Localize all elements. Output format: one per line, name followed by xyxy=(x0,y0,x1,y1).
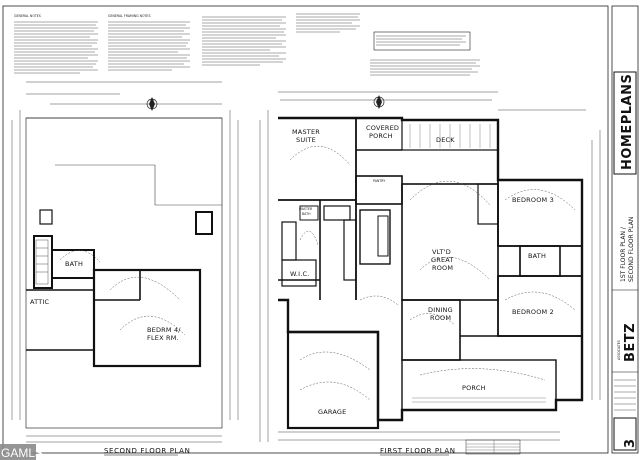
firm-logo-sub: ASSOCIATES xyxy=(617,340,621,360)
north-arrow-icon xyxy=(373,95,385,109)
room-label-bath: BATH xyxy=(65,260,83,268)
sheet-border xyxy=(2,5,609,454)
title-block: HOMEPLANS 1ST FLOOR PLAN / SECOND FLOOR … xyxy=(612,71,638,451)
room-label-deck: DECK xyxy=(436,136,455,144)
framing-notes-block: GENERAL FRAMING NOTES xyxy=(108,14,190,71)
room-label-flex-room: FLEX RM. xyxy=(147,334,179,342)
sheet-number-box xyxy=(613,417,637,451)
room-label-porch: PORCH xyxy=(462,384,486,392)
mls-watermark: GAMLS xyxy=(0,444,43,460)
north-arrow-icon xyxy=(146,97,158,111)
general-notes-block: GENERAL NOTES xyxy=(14,14,98,74)
brand-box xyxy=(613,71,637,175)
room-label-great: GREAT xyxy=(431,256,454,264)
room-label-attic: ATTIC xyxy=(30,298,49,306)
room-label-pantry: PANTRY xyxy=(373,179,385,183)
room-label-garage: GARAGE xyxy=(318,408,346,416)
sheet-number: 3 xyxy=(623,438,638,448)
general-notes-heading: GENERAL NOTES xyxy=(14,14,41,18)
room-label-wic: W.I.C. xyxy=(290,270,310,278)
sheet-title-line2: SECOND FLOOR PLAN xyxy=(628,217,635,282)
room-label-covered-porch-2: PORCH xyxy=(369,132,393,140)
room-label-master-suite-2: SUITE xyxy=(296,136,316,144)
watermark-text: GAMLS xyxy=(1,446,43,460)
room-label-dining-room: ROOM xyxy=(430,314,451,322)
room-label-dining: DINING xyxy=(428,306,453,314)
first-floor-plan-title: FIRST FLOOR PLAN xyxy=(380,447,456,455)
room-label-master-bath: MASTER xyxy=(299,207,313,211)
right-notes-block xyxy=(296,13,480,76)
room-label-great-room: ROOM xyxy=(432,264,453,272)
second-floor-plan: BATH ATTIC BEDRM 4/ FLEX RM. SECOND FLOO… xyxy=(11,81,239,456)
second-floor-plan-title: SECOND FLOOR PLAN xyxy=(104,447,190,455)
brand-name: HOMEPLANS xyxy=(620,74,635,170)
room-label-vaulted: VLT'D xyxy=(432,248,451,256)
room-label-bedroom3: BEDROOM 3 xyxy=(512,196,554,204)
firm-logo-name: BETZ xyxy=(623,323,638,362)
sheet-title-line1: 1ST FLOOR PLAN / xyxy=(620,226,627,282)
room-label-covered-porch: COVERED xyxy=(366,124,399,132)
first-floor-plan: MASTER SUITE COVERED PORCH DECK PANTRY M… xyxy=(259,91,601,456)
notes-box xyxy=(373,31,471,51)
room-label-bath-first-floor: BATH xyxy=(528,252,546,260)
room-label-master-bath-2: BATH xyxy=(302,212,311,216)
framing-notes-heading: GENERAL FRAMING NOTES xyxy=(108,14,150,18)
room-label-master-suite: MASTER xyxy=(292,128,320,136)
room-label-bedroom4: BEDRM 4/ xyxy=(147,326,181,334)
center-notes-block xyxy=(202,16,286,66)
room-label-bedroom2: BEDROOM 2 xyxy=(512,308,554,316)
